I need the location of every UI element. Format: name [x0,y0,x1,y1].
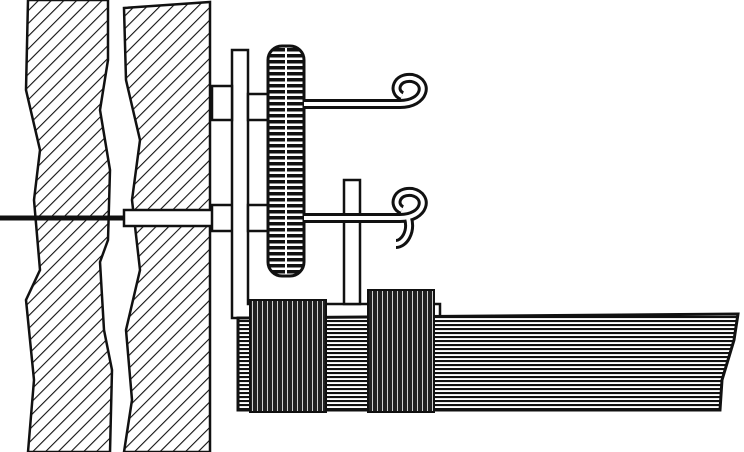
rod-sleeve [122,208,218,228]
coil-right [367,289,435,413]
bracket [230,48,442,320]
nut [210,203,236,233]
lower-collar [246,203,270,233]
upper-hook [304,72,428,109]
wall-section-left [24,0,114,452]
coil-left [249,299,327,413]
post [342,178,362,306]
wound-bundle [236,312,740,412]
upper-collar [246,92,270,122]
upper-stud [210,84,234,122]
